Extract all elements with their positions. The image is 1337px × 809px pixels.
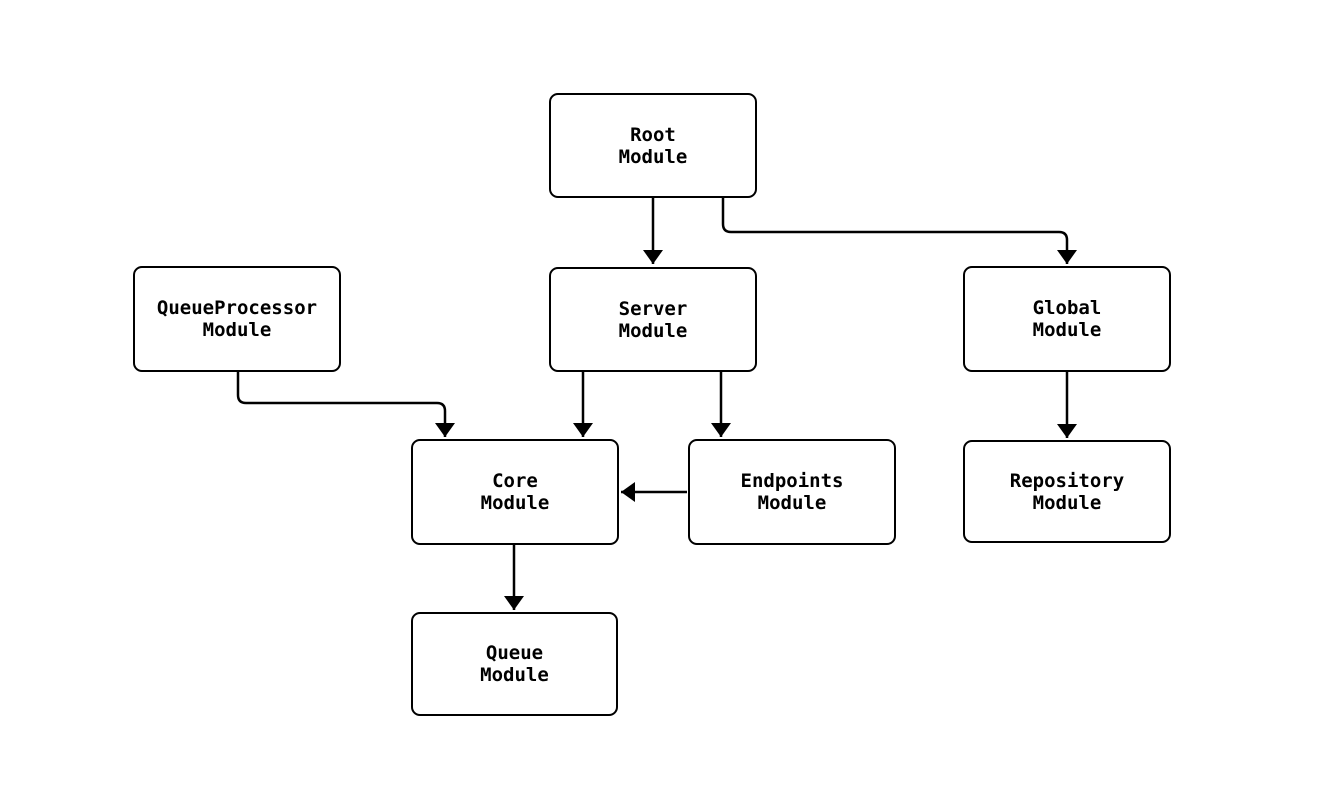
node-label-line: Global [1032, 297, 1102, 319]
node-label-line: Root [630, 123, 676, 146]
node-label-line: Module [480, 664, 549, 686]
node-label-line: QueueProcessor [156, 297, 318, 319]
node-global-module: Global Module [963, 266, 1171, 372]
node-root-module: Root Module [549, 93, 757, 198]
node-label-line: Module [1032, 319, 1102, 341]
node-label-line: Module [757, 492, 827, 514]
node-queueprocessor-module: QueueProcessor Module [133, 266, 341, 372]
node-label-line: Core [492, 470, 538, 492]
node-server-module: Server Module [549, 267, 757, 372]
node-queue-module: Queue Module [411, 612, 618, 716]
node-label-line: Endpoints [740, 470, 844, 492]
edge-root-to-global [721, 198, 1077, 264]
node-label-line: Module [618, 319, 688, 342]
node-label-line: Repository [1009, 469, 1125, 492]
node-label-line: Server [618, 297, 688, 320]
node-core-module: Core Module [411, 439, 619, 545]
node-label-line: Module [480, 492, 550, 514]
node-label-line: Module [1032, 491, 1102, 514]
node-endpoints-module: Endpoints Module [688, 439, 896, 545]
node-label-line: Module [202, 319, 272, 341]
node-label-line: Module [618, 145, 688, 168]
node-repository-module: Repository Module [963, 440, 1171, 543]
edge-queueprocessor-to-core [236, 372, 455, 437]
node-label-line: Queue [485, 642, 544, 664]
